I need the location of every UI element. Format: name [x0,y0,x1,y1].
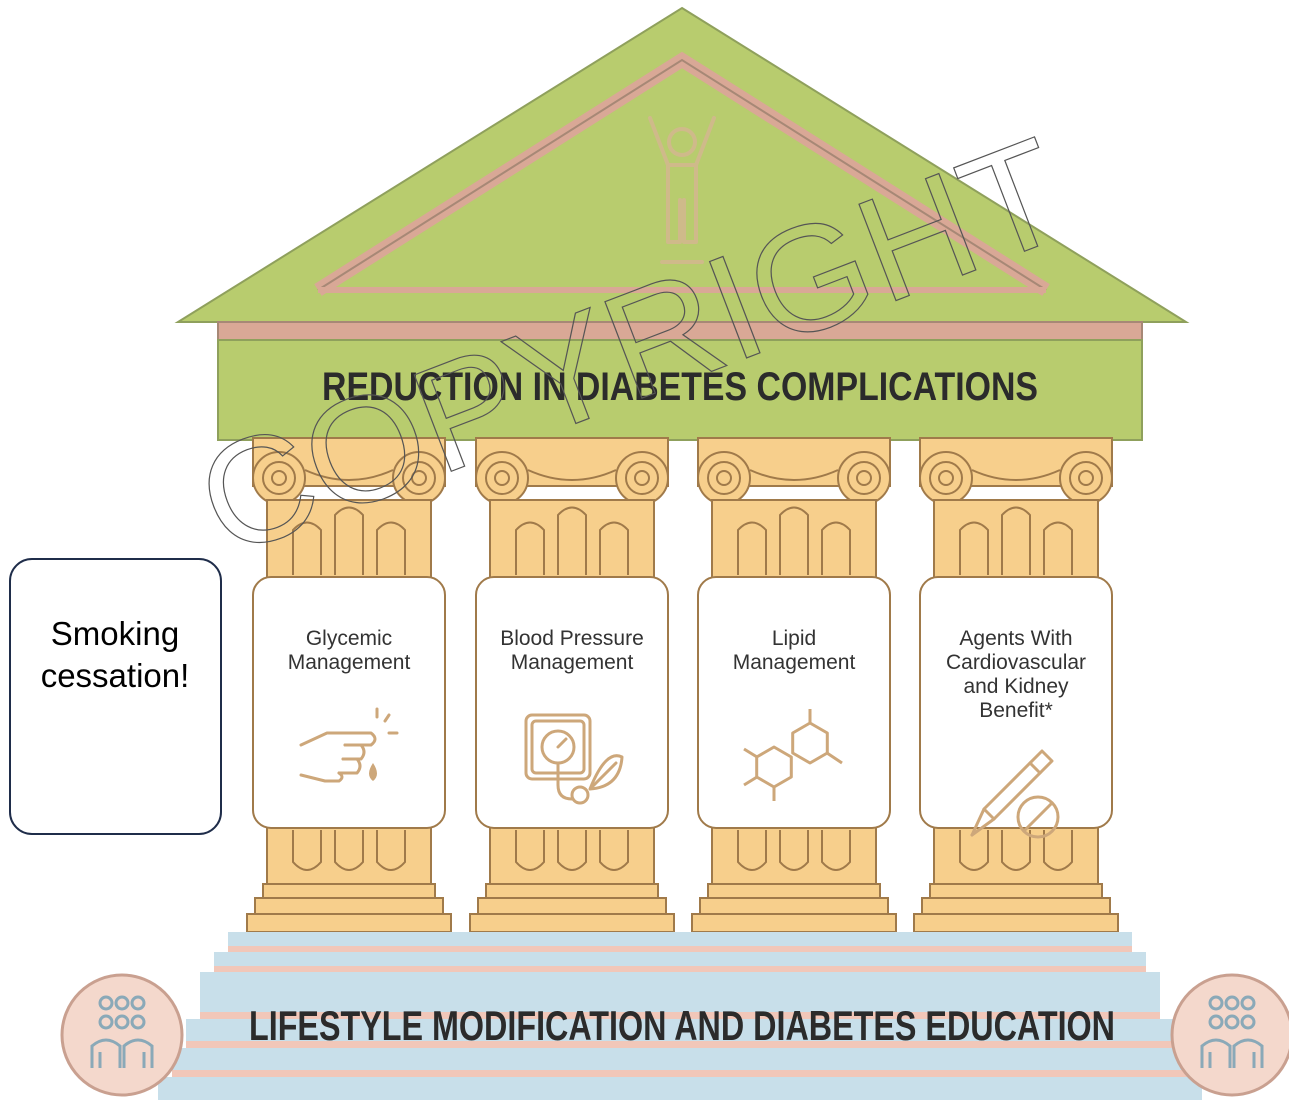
pillar-base-ring [921,897,1111,915]
pillar-base-ring [929,883,1103,899]
pillar-flute [376,521,406,575]
roof: REDUCTION IN DIABETES COMPLICATIONS [174,6,1190,441]
steps: LIFESTYLE MODIFICATION AND DIABETES EDUC… [158,932,1202,1100]
pillar-flute [779,506,809,575]
pillar-flute [292,830,322,871]
pillar-flute [779,830,809,871]
pillar-label-line: and Kidney [963,675,1069,698]
volute-scroll [919,451,973,505]
pillar-flute [599,830,629,871]
pillar-flute [376,830,406,871]
pillar-flute [334,830,364,871]
pen-injector-pill-icon [970,749,1060,839]
volute-scroll [615,451,669,505]
roof-inner-trim-edge [317,58,1047,291]
step-stripe [172,1070,1188,1077]
pillar-flute [557,830,587,871]
step-stripe [228,946,1132,952]
pillar-flute [292,521,322,575]
pillar-base-ring [262,883,436,899]
pillar-flute [599,521,629,575]
pillar-base-ring [485,883,659,899]
pillar-base-ring [254,897,444,915]
base-title: LIFESTYLE MODIFICATION AND DIABETES EDUC… [249,1002,1115,1049]
pillar-flute [334,506,364,575]
pillar-label-panel [697,576,891,829]
pillar-base-ring [707,883,881,899]
pillar-label-line: Cardiovascular [946,651,1086,674]
callout-line: cessation! [41,657,190,694]
step-2 [214,952,1146,966]
pillar-label-line: Benefit* [979,699,1053,722]
pillar-flute [959,521,989,575]
pillar-label-line: Management [288,651,411,674]
pillar-flute [557,506,587,575]
smoking-cessation-callout: Smoking cessation! [9,558,222,835]
blood-pressure-gauge-icon [524,713,624,805]
pillar-label-line: Management [733,651,856,674]
roof-title: REDUCTION IN DIABETES COMPLICATIONS [322,365,1038,409]
entablature [217,339,1143,441]
pillar-label-line: Glycemic [306,627,392,650]
pillar-flute [1043,521,1073,575]
step-top [228,932,1132,946]
people-group-icon [60,973,184,1097]
pillar-plinth [691,913,897,933]
pillar-flute [515,830,545,871]
pillar-label-line: Management [511,651,634,674]
volute-scroll [1059,451,1113,505]
callout-line: Smoking [51,615,179,652]
finger-glucose-test-icon [299,707,399,783]
people-group-icon [1170,973,1289,1097]
pillar-flute [821,521,851,575]
step-stripe [186,1041,1174,1048]
step-6 [158,1077,1202,1100]
pillar-flute [737,830,767,871]
step-4 [186,1019,1174,1041]
pillar-plinth [913,913,1119,933]
pillar-flute [1001,830,1031,871]
pillar-label-line: Blood Pressure [500,627,644,650]
volute-scroll [837,451,891,505]
step-stripe [200,1012,1160,1019]
callout-box [9,558,222,835]
pillar-flute [959,830,989,871]
pillar-plinth [469,913,675,933]
volute-scroll [697,451,751,505]
step-stripe [214,966,1146,972]
pillar-flute [1001,506,1031,575]
pillar-flute [515,521,545,575]
pillar-label-panel [252,576,446,829]
volute-scroll [475,451,529,505]
pillar-flute [821,830,851,871]
pillar-flute [737,521,767,575]
step-3 [200,972,1160,1012]
callout-text: Smoking cessation! [41,615,190,694]
pillar-base-ring [477,897,667,915]
pillar-flute [1043,830,1073,871]
person-raised-arms-icon [648,116,716,264]
pillar-base-ring [699,897,889,915]
pillar-label-line: Agents With [959,627,1072,650]
molecule-icon [743,709,843,801]
pillar-label-panel [919,576,1113,829]
pillar-label-line: Lipid [772,627,816,650]
volute-scroll [392,451,446,505]
step-5 [172,1048,1188,1070]
pillar-plinth [246,913,452,933]
